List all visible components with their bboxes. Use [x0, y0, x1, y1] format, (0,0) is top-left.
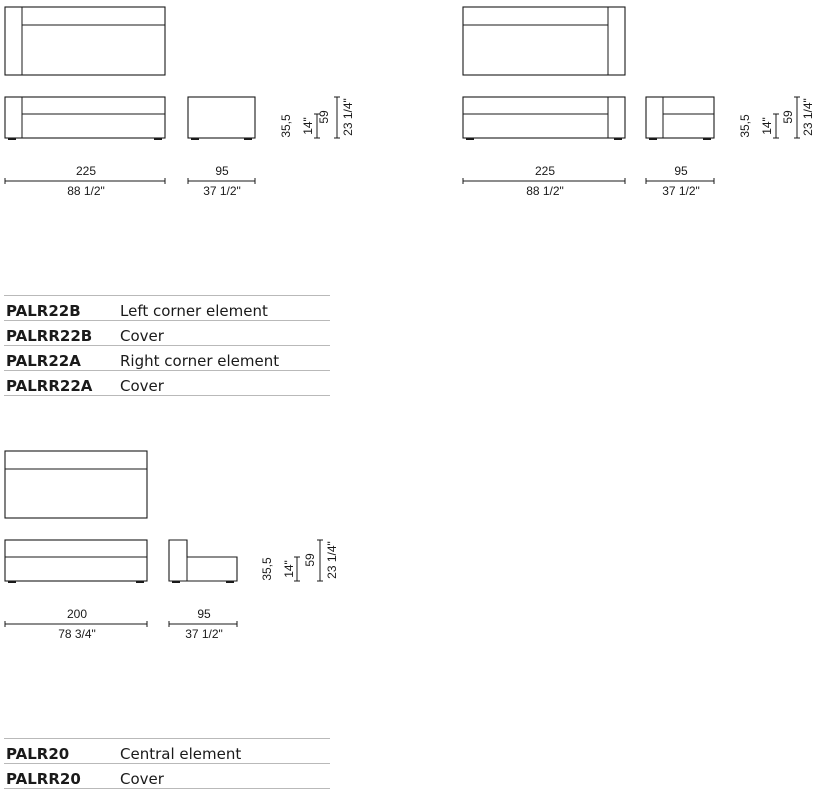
width-in: 88 1/2"	[526, 184, 564, 198]
product-description: Central element	[120, 738, 330, 764]
side-view	[187, 96, 256, 140]
width-cm: 225	[76, 164, 96, 178]
depth-cm: 95	[674, 164, 688, 178]
product-description: Right corner element	[120, 345, 330, 371]
top-view	[4, 6, 166, 76]
width-dimension: 200 78 3/4"	[4, 607, 148, 641]
product-code: PALRR22A	[4, 370, 120, 396]
product-code: PALR22A	[4, 345, 120, 371]
product-code: PALR20	[4, 738, 120, 764]
product-description: Cover	[120, 370, 330, 396]
table-row: PALR22B Left corner element	[4, 295, 330, 321]
width-cm: 200	[67, 607, 87, 621]
depth-in: 37 1/2"	[662, 184, 700, 198]
total-height-in: 23 1/4"	[341, 98, 355, 136]
depth-in: 37 1/2"	[203, 184, 241, 198]
depth-cm: 95	[197, 607, 211, 621]
central-element-code-table: PALR20 Central element PALRR20 Cover	[4, 738, 330, 789]
table-row: PALR22A Right corner element	[4, 345, 330, 371]
total-height-in: 23 1/4"	[801, 98, 815, 136]
seat-height-in: 14"	[301, 117, 315, 135]
front-view	[4, 539, 148, 583]
product-code: PALRR22B	[4, 320, 120, 346]
height-dimensions: 35,5 14" 59 23 1/4"	[260, 539, 339, 582]
depth-dimension: 95 37 1/2"	[187, 164, 256, 198]
corner-elements-code-table: PALR22B Left corner element PALRR22B Cov…	[4, 295, 330, 396]
width-dimension: 225 88 1/2"	[462, 164, 626, 198]
total-height-cm: 59	[303, 553, 317, 567]
top-view	[462, 6, 626, 76]
product-description: Cover	[120, 763, 330, 789]
table-row: PALRR20 Cover	[4, 763, 330, 789]
front-view	[4, 96, 166, 140]
width-cm: 225	[535, 164, 555, 178]
seat-height-cm: 35,5	[260, 557, 274, 581]
top-view	[4, 450, 148, 519]
depth-dimension: 95 37 1/2"	[168, 607, 238, 641]
product-code: PALR22B	[4, 295, 120, 321]
depth-dimension: 95 37 1/2"	[645, 164, 715, 198]
central-element-drawing: 200 78 3/4" 95 37 1/2" 35,5 14" 59 23 1/…	[4, 450, 339, 641]
product-code: PALRR20	[4, 763, 120, 789]
depth-in: 37 1/2"	[185, 627, 223, 641]
side-view	[645, 96, 715, 140]
total-height-cm: 59	[781, 110, 795, 124]
table-row: PALR20 Central element	[4, 738, 330, 764]
product-description: Left corner element	[120, 295, 330, 321]
side-view	[168, 539, 238, 583]
total-height-cm: 59	[317, 110, 331, 124]
total-height-in: 23 1/4"	[325, 541, 339, 579]
width-in: 78 3/4"	[58, 627, 96, 641]
seat-height-in: 14"	[760, 117, 774, 135]
seat-height-in: 14"	[282, 560, 296, 578]
table-row: PALRR22A Cover	[4, 370, 330, 396]
seat-height-cm: 35,5	[738, 114, 752, 138]
left-corner-element-drawing: 225 88 1/2" 95 37 1/2" 35,5 14" 59 23 1/…	[4, 6, 355, 198]
width-in: 88 1/2"	[67, 184, 105, 198]
width-dimension: 225 88 1/2"	[4, 164, 166, 198]
product-description: Cover	[120, 320, 330, 346]
depth-cm: 95	[215, 164, 229, 178]
front-view	[462, 96, 626, 140]
height-dimensions: 35,5 14" 59 23 1/4"	[279, 96, 355, 139]
right-corner-element-drawing: 225 88 1/2" 95 37 1/2" 35,5 14" 59 23 1/…	[462, 6, 815, 198]
seat-height-cm: 35,5	[279, 114, 293, 138]
height-dimensions: 35,5 14" 59 23 1/4"	[738, 96, 815, 139]
table-row: PALRR22B Cover	[4, 320, 330, 346]
